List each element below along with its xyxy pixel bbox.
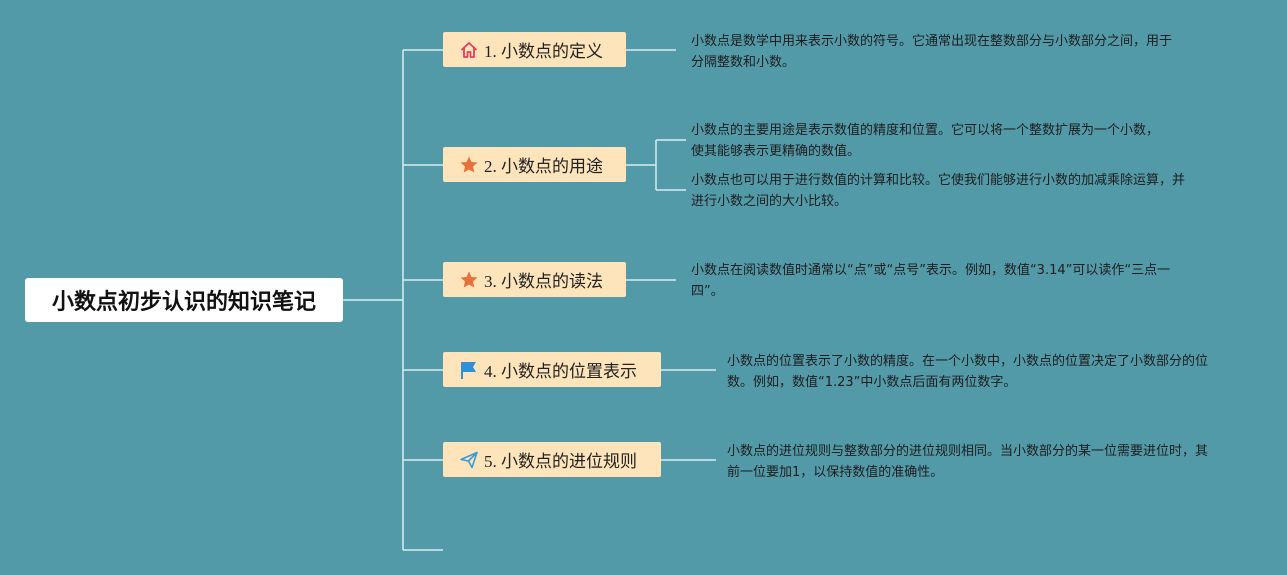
note-position: 小数点的位置表示了小数的精度。在一个小数中，小数点的位置决定了小数部分的位数。例… — [727, 354, 1209, 390]
send-icon — [458, 449, 480, 471]
topic-label: 4. 小数点的位置表示 — [484, 362, 637, 381]
topic-label: 2. 小数点的用途 — [484, 157, 603, 176]
topic-label: 5. 小数点的进位规则 — [484, 452, 637, 471]
root-title: 小数点初步认识的知识笔记 — [51, 290, 316, 315]
topic-label: 3. 小数点的读法 — [484, 272, 603, 291]
note-usage-precision: 小数点的主要用途是表示数值的精度和位置。它可以将一个整数扩展为一个小数，使其能够… — [691, 123, 1160, 159]
home-icon — [458, 39, 480, 61]
root-node[interactable]: 小数点初步认识的知识笔记 — [25, 278, 343, 322]
topic-node-definition[interactable]: 1. 小数点的定义 — [443, 32, 626, 67]
note-reading: 小数点在阅读数值时通常以“点”或“点号”表示。例如，数值“3.14”可以读作“三… — [691, 263, 1171, 299]
topic-node-usage[interactable]: 2. 小数点的用途 — [443, 147, 626, 182]
note-usage-calculation: 小数点也可以用于进行数值的计算和比较。它使我们能够进行小数的加减乘除运算，并进行… — [691, 173, 1186, 209]
star-icon — [458, 269, 480, 291]
topic-node-reading[interactable]: 3. 小数点的读法 — [443, 262, 626, 297]
flag-icon — [458, 359, 480, 381]
note-definition: 小数点是数学中用来表示小数的符号。它通常出现在整数部分与小数部分之间，用于分隔整… — [691, 34, 1173, 70]
topic-node-position[interactable]: 4. 小数点的位置表示 — [443, 352, 661, 387]
topic-node-carry[interactable]: 5. 小数点的进位规则 — [443, 442, 661, 477]
star-icon — [458, 154, 480, 176]
topic-label: 1. 小数点的定义 — [484, 42, 603, 61]
note-carry: 小数点的进位规则与整数部分的进位规则相同。当小数部分的某一位需要进位时，其前一位… — [727, 444, 1209, 480]
